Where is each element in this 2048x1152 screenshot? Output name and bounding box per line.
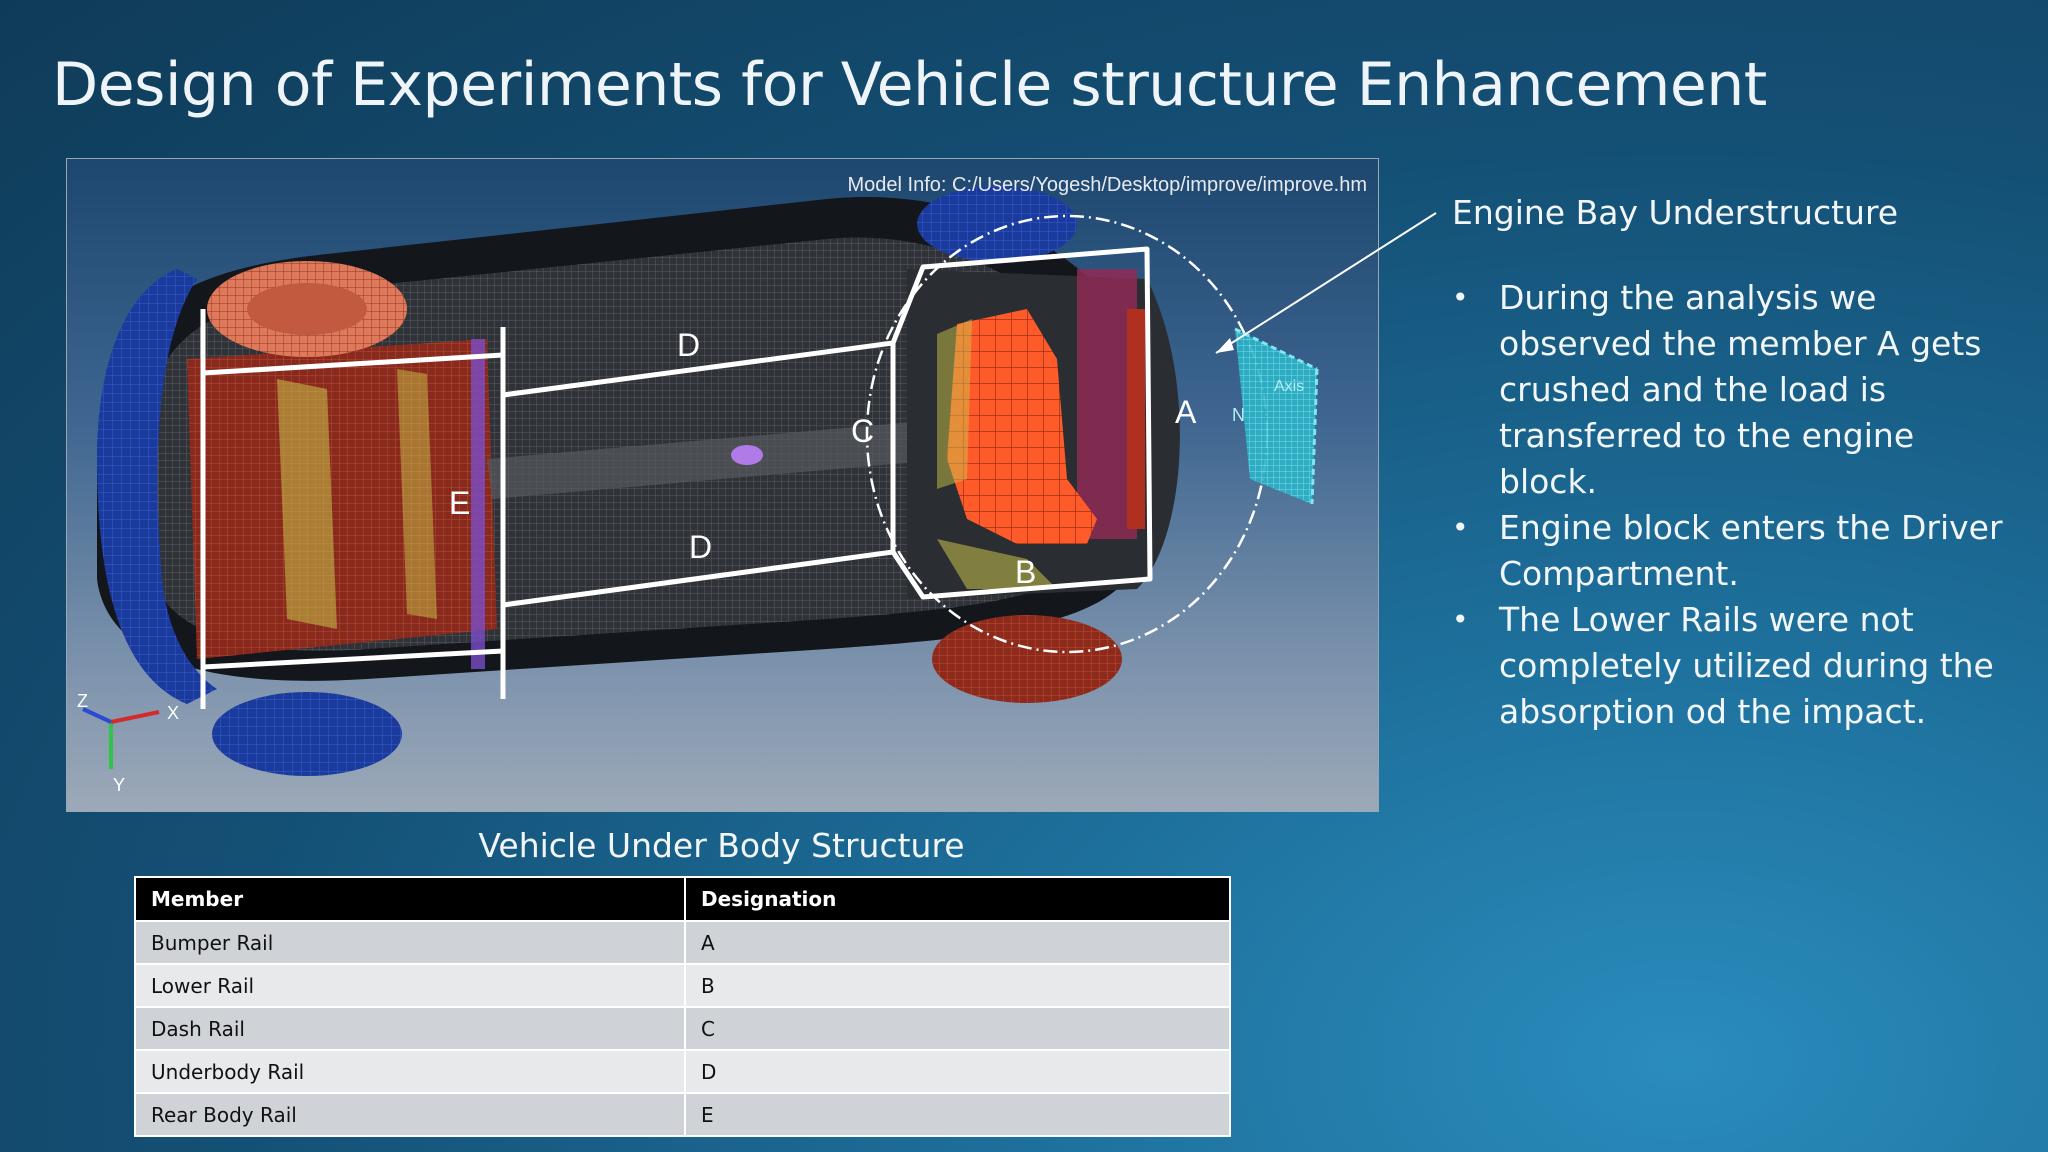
slide-title: Design of Experiments for Vehicle struct…: [52, 50, 1767, 120]
designation-cell: E: [684, 1092, 1231, 1137]
front-left-tire: [917, 186, 1077, 262]
bullet-item: • During the analysis we observed the me…: [1452, 275, 2012, 505]
engine-block: [947, 309, 1097, 544]
member-outlines: [200, 246, 1153, 709]
axis-triad-icon: Z X Y: [77, 691, 179, 795]
engine-bay-heading: Engine Bay Understructure: [1452, 193, 1899, 232]
table-row: Bumper Rail A: [134, 920, 1231, 965]
table-row: Lower Rail B: [134, 963, 1231, 1008]
member-cell: Rear Body Rail: [134, 1092, 686, 1137]
designation-cell: C: [684, 1006, 1231, 1051]
model-info: Model Info: C:/Users/Yogesh/Desktop/impr…: [848, 174, 1367, 196]
bullet-text: During the analysis we observed the memb…: [1499, 278, 1982, 501]
label-c: C: [851, 413, 874, 449]
rear-right-tire: [212, 692, 402, 776]
table-row: Underbody Rail D: [134, 1049, 1231, 1094]
front-right-tire: [932, 615, 1122, 703]
vehicle-fe-model-figure: A B C D D E Axis N Model Info: C:/Users/…: [66, 158, 1379, 812]
bullet-text: The Lower Rails were not completely util…: [1499, 600, 1994, 731]
member-cell: Lower Rail: [134, 963, 686, 1008]
rear-bumper: [97, 269, 217, 704]
label-b: B: [1015, 554, 1036, 590]
label-a: A: [1175, 394, 1197, 430]
member-cell: Underbody Rail: [134, 1049, 686, 1094]
designation-cell: A: [684, 920, 1231, 965]
member-cell: Bumper Rail: [134, 920, 686, 965]
bullet-item: • The Lower Rails were not completely ut…: [1452, 597, 2012, 735]
table-header-row: Member Designation: [134, 876, 1231, 922]
axis-z: Z: [77, 691, 88, 711]
table-row: Rear Body Rail E: [134, 1092, 1231, 1137]
header-designation: Designation: [684, 876, 1231, 922]
axis-x: X: [167, 703, 179, 723]
bullet-item: • Engine block enters the Driver Compart…: [1452, 505, 2012, 597]
bullet-text: Engine block enters the Driver Compartme…: [1499, 508, 2003, 593]
figure-caption: Vehicle Under Body Structure: [478, 826, 965, 865]
label-e: E: [449, 485, 470, 521]
header-member: Member: [134, 876, 686, 922]
barrier-n-label: N: [1232, 405, 1245, 425]
analysis-bullet-list: • During the analysis we observed the me…: [1452, 275, 2012, 735]
barrier-axis-label: Axis: [1274, 378, 1304, 395]
member-cell: Dash Rail: [134, 1006, 686, 1051]
table-row: Dash Rail C: [134, 1006, 1231, 1051]
label-d-top: D: [677, 327, 700, 363]
axis-y: Y: [113, 775, 125, 795]
rigid-barrier: [1235, 329, 1317, 504]
bullet-dot: •: [1452, 281, 1469, 314]
designation-cell: D: [684, 1049, 1231, 1094]
vehicle-mesh-render: A B C D D E Axis N Model Info: C:/Users/…: [77, 174, 1367, 795]
member-designation-table: Member Designation Bumper Rail A Lower R…: [134, 876, 1231, 1137]
label-d-bottom: D: [689, 529, 712, 565]
designation-cell: B: [684, 963, 1231, 1008]
bullet-dot: •: [1452, 603, 1469, 636]
bullet-dot: •: [1452, 511, 1469, 544]
